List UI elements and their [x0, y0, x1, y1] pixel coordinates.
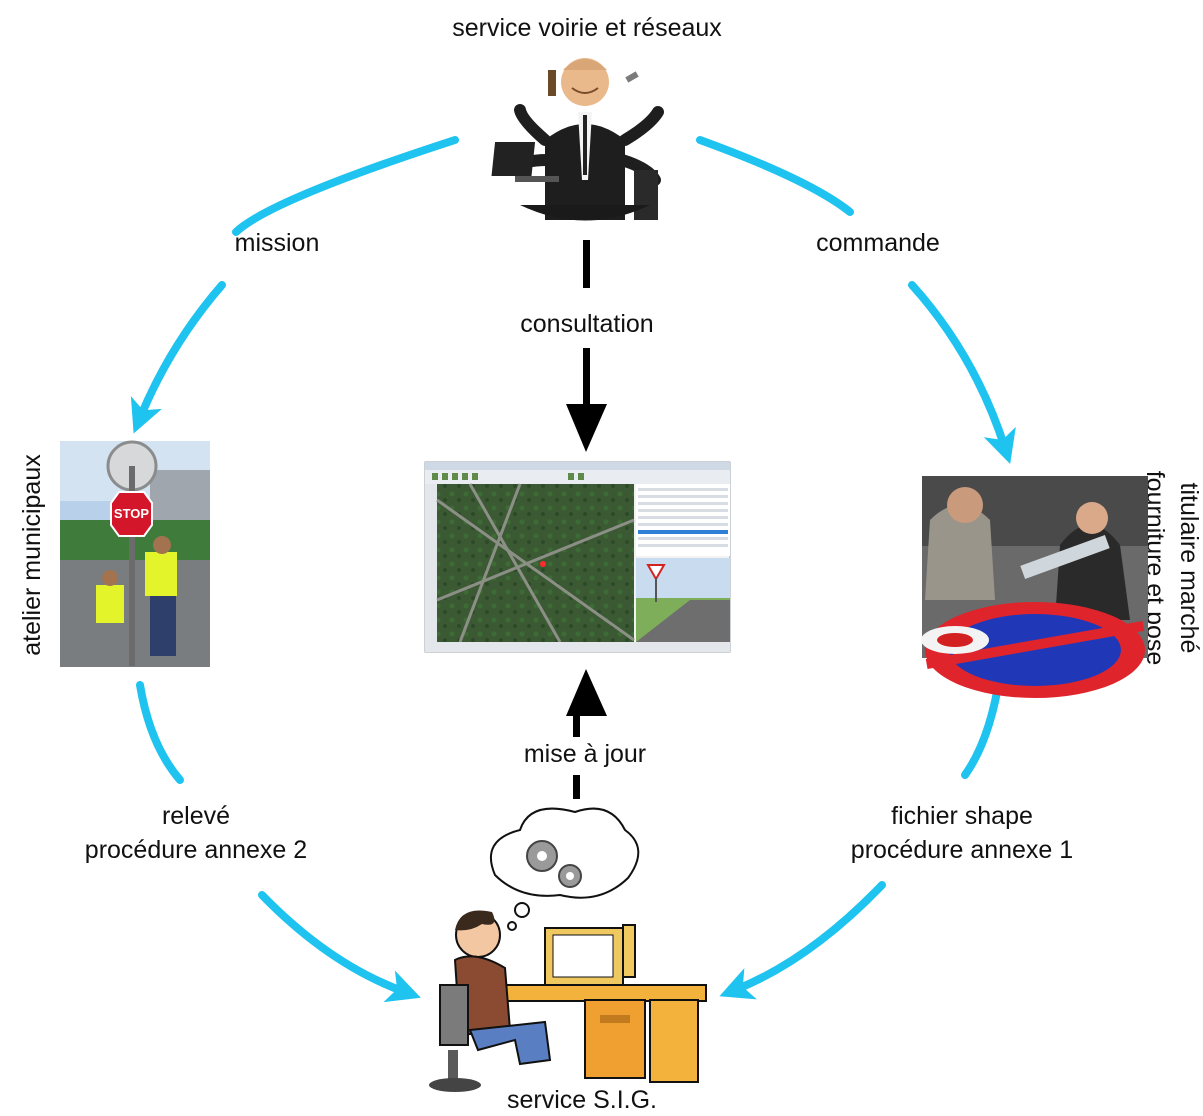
- label-service-voirie: service voirie et réseaux: [452, 14, 722, 42]
- arrow-mission: [232, 136, 459, 236]
- arrow-fichier-head: [719, 881, 886, 1000]
- arrow-commande-head: [908, 281, 1016, 464]
- label-atelier-municipaux: atelier municipaux: [18, 454, 46, 656]
- label-fichier-shape: fichier shape: [891, 802, 1033, 830]
- arrow-releve-head: [258, 891, 421, 1003]
- road-sign-assembly-photo: [921, 476, 1148, 698]
- label-consultation: consultation: [520, 310, 653, 338]
- label-releve: relevé: [162, 802, 230, 830]
- gis-software-screenshot: [424, 461, 731, 653]
- stop-sign-photo: STOP: [60, 440, 210, 667]
- label-mission: mission: [235, 229, 320, 257]
- label-titulaire-marche: titulaire marché: [1175, 483, 1203, 654]
- businessman-illustration: [491, 58, 664, 221]
- label-mise-a-jour: mise à jour: [524, 740, 646, 768]
- consultation-arrow: [566, 240, 607, 452]
- label-commande: commande: [816, 229, 940, 257]
- arrow-releve: [136, 681, 184, 784]
- label-releve-procedure: procédure annexe 2: [85, 836, 307, 864]
- arrow-commande: [696, 136, 854, 216]
- svg-text:STOP: STOP: [114, 506, 149, 521]
- arrow-mission-head: [130, 281, 226, 434]
- label-service-sig: service S.I.G.: [507, 1086, 657, 1111]
- mise-a-jour-arrow: [566, 669, 607, 799]
- sig-operator-illustration: [429, 807, 707, 1092]
- label-fichier-procedure: procédure annexe 1: [851, 836, 1073, 864]
